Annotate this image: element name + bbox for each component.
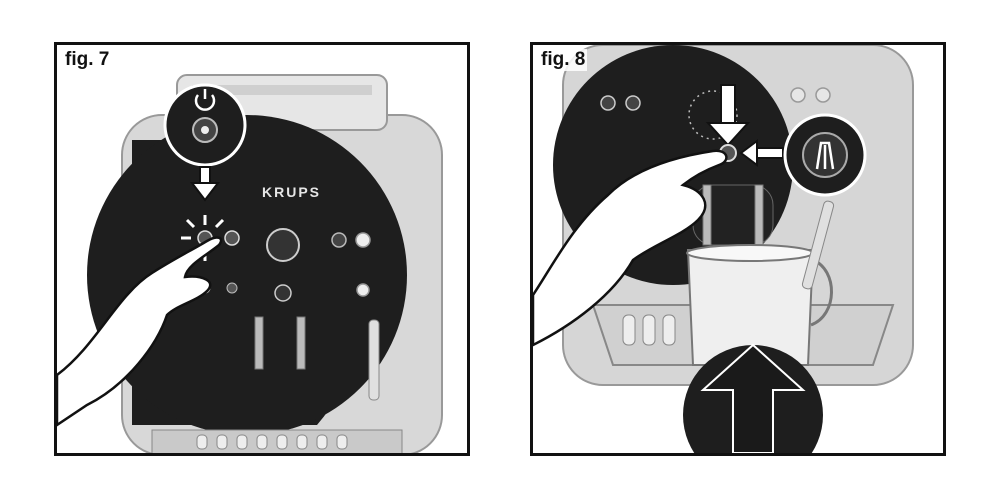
power-button — [600, 95, 616, 111]
steam-button-icon — [815, 141, 835, 170]
dark-panel-circle — [87, 115, 407, 435]
right-button-1 — [331, 232, 347, 248]
figure-8-panel: fig. 8 — [530, 42, 946, 456]
brand-text: KRUPS — [262, 184, 321, 200]
selector-dial-ring — [688, 90, 738, 140]
down-arrow — [189, 166, 221, 202]
figure-8-label: fig. 8 — [539, 49, 588, 71]
right-button-1 — [790, 87, 806, 103]
figure-8-illustration — [533, 45, 914, 453]
hand — [533, 149, 728, 347]
up-arrow — [683, 343, 823, 453]
selector-dial — [266, 228, 300, 262]
power-button-icon — [194, 89, 216, 111]
hand — [57, 236, 223, 427]
small-button-2 — [226, 282, 238, 294]
jug-handle — [810, 258, 833, 327]
steam-nozzle — [368, 319, 380, 401]
figure-7-illustration: KRUPS — [57, 74, 443, 453]
down-arrow — [705, 84, 751, 147]
dial-button — [274, 284, 292, 302]
steam-wand — [801, 200, 835, 290]
spout-right — [754, 184, 764, 246]
spout-right — [296, 316, 306, 370]
spout-left — [702, 184, 712, 246]
figure-7-panel: fig. 7 KRUPS — [54, 42, 470, 456]
right-button-2 — [815, 87, 831, 103]
figure-7-label: fig. 7 — [63, 49, 112, 71]
spout-left — [254, 316, 264, 370]
left-arrow — [739, 139, 784, 167]
right-button-3 — [356, 283, 370, 297]
coffee-button — [224, 230, 240, 246]
coffee-button — [625, 95, 641, 111]
right-button-2 — [355, 232, 371, 248]
tank-lid — [192, 85, 372, 95]
